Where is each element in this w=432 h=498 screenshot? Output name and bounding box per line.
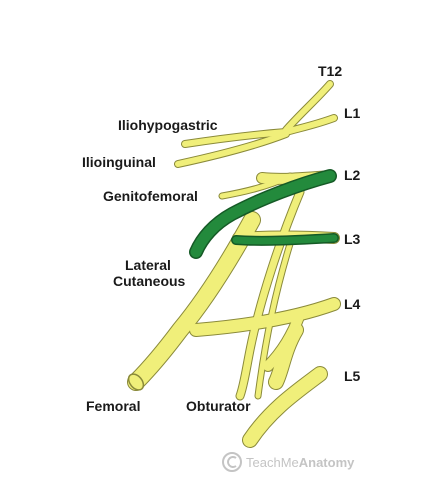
watermark: TeachMeAnatomy xyxy=(222,452,355,472)
label-l4: L4 xyxy=(344,296,361,312)
label-iliohypogastric: Iliohypogastric xyxy=(118,117,218,133)
label-t12: T12 xyxy=(318,63,342,79)
label-l2: L2 xyxy=(344,167,361,183)
label-lateral-cutaneous-line1: Lateral xyxy=(125,257,171,273)
label-l5: L5 xyxy=(344,368,361,384)
watermark-text-light: TeachMe xyxy=(246,455,299,470)
label-l3: L3 xyxy=(344,231,361,247)
label-l1: L1 xyxy=(344,105,361,121)
label-femoral: Femoral xyxy=(86,398,140,414)
watermark-text-bold: Anatomy xyxy=(299,455,355,470)
lateral-cutaneous-nerve xyxy=(189,169,339,259)
label-obturator: Obturator xyxy=(186,398,251,414)
copyright-c-icon xyxy=(222,452,242,472)
label-lateral-cutaneous-line2: Cutaneous xyxy=(113,273,186,289)
label-genitofemoral: Genitofemoral xyxy=(103,188,198,204)
label-ilioinguinal: Ilioinguinal xyxy=(82,154,156,170)
svg-text:TeachMeAnatomy: TeachMeAnatomy xyxy=(246,455,355,470)
femoral-cut-end xyxy=(127,373,145,391)
